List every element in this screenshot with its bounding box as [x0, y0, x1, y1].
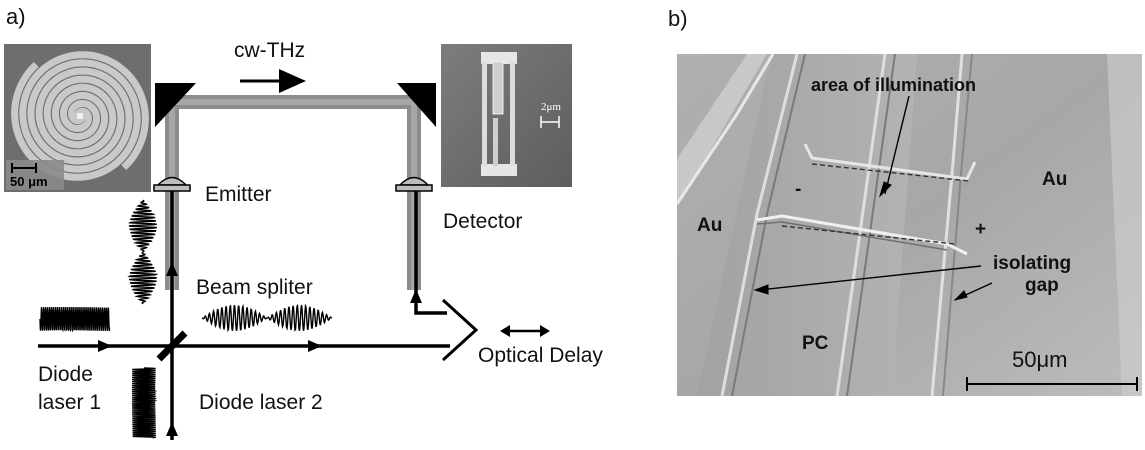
dipole-scale-label: 2μm — [541, 101, 561, 113]
label-detector: Detector — [443, 210, 523, 233]
setup-schematic — [38, 69, 550, 440]
beam-splitter — [156, 330, 188, 362]
emitter-antenna — [153, 176, 191, 192]
wave-laser-2 — [131, 367, 158, 439]
label-pc: PC — [802, 333, 829, 354]
label-gap: gap — [1025, 275, 1059, 296]
label-area-of-illumination: area of illumination — [811, 75, 977, 95]
wave-packet-vertical — [127, 199, 159, 305]
label-au-right: Au — [1042, 169, 1068, 190]
device-sem-micrograph: area of illumination Au Au - + isolating… — [677, 54, 1142, 396]
parabolic-mirror-left — [155, 83, 196, 127]
spiral-antenna-micrograph: 50 μm — [4, 44, 151, 192]
retroreflector — [441, 298, 479, 362]
delay-double-arrow — [500, 325, 550, 337]
label-cw-thz: cw-THz — [234, 39, 306, 62]
label-au-left: Au — [697, 215, 723, 236]
label-diode-laser-1-line2: laser 1 — [38, 391, 102, 414]
label-diode-laser-2: Diode laser 2 — [199, 391, 323, 414]
panel-a-label: a) — [6, 4, 26, 29]
label-isolating: isolating — [993, 253, 1072, 274]
detector-antenna — [395, 176, 433, 192]
label-minus: - — [795, 179, 802, 200]
wave-laser-1 — [39, 306, 111, 333]
label-scale-50um: 50μm — [1012, 347, 1068, 372]
spiral-scale-label: 50 μm — [10, 174, 48, 189]
dipole-antenna-micrograph: 2μm — [441, 44, 572, 187]
label-beam-splitter: Beam spliter — [196, 276, 313, 299]
label-plus: + — [975, 219, 987, 240]
wave-packet-beat — [201, 303, 333, 333]
label-diode-laser-1-line1: Diode — [38, 363, 93, 386]
parabolic-mirror-right — [397, 83, 436, 127]
label-emitter: Emitter — [205, 183, 272, 206]
label-optical-delay: Optical Delay — [478, 344, 603, 367]
panel-b-label: b) — [668, 6, 688, 31]
